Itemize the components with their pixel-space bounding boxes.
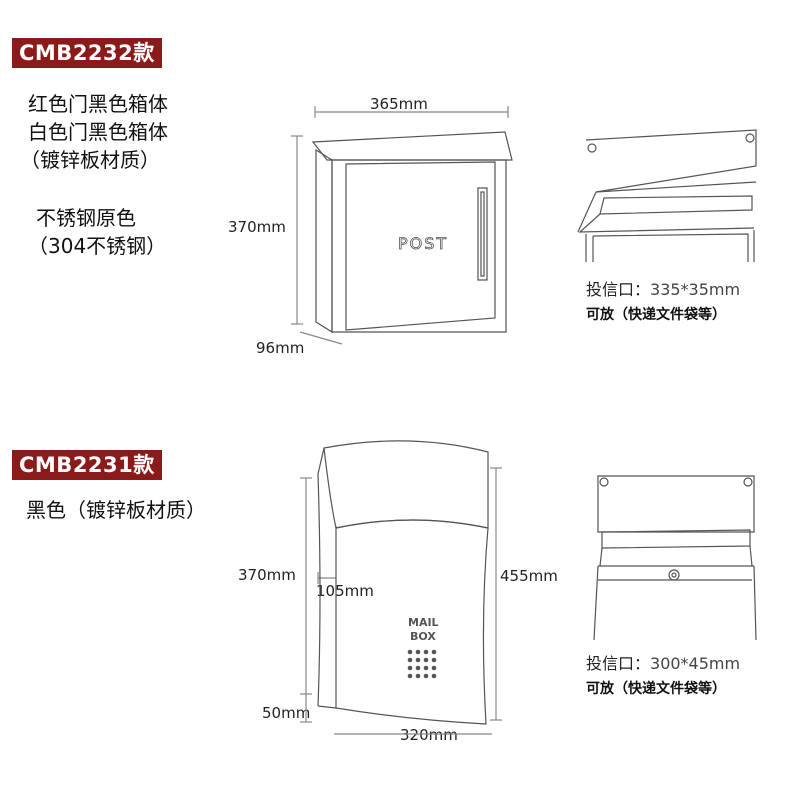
model-a-description-line: 白色门黑色箱体 bbox=[28, 120, 168, 144]
model-b-dot-grid bbox=[407, 649, 437, 679]
model-b-slot-value: 300*45mm bbox=[650, 654, 741, 673]
model-b-width-label: 320mm bbox=[400, 726, 458, 744]
model-a-material-line: 不锈钢原色 bbox=[36, 206, 136, 230]
model-a-front-drawing: POST bbox=[291, 106, 512, 344]
model-b-box-text-1: MAIL bbox=[408, 616, 439, 629]
model-b-total-height-label: 455mm bbox=[500, 567, 558, 585]
model-a-code-badge: CMB2232款 bbox=[12, 38, 162, 68]
model-b-bottom-label: 50mm bbox=[262, 704, 311, 722]
model-b-code-badge: CMB2231款 bbox=[12, 450, 162, 480]
model-b-slot-detail bbox=[594, 476, 756, 640]
model-a-description: 红色门黑色箱体 白色门黑色箱体 （镀锌板材质） bbox=[20, 90, 168, 174]
model-b-box-text-2: BOX bbox=[410, 630, 436, 643]
model-b-offset-label: 105mm bbox=[316, 582, 374, 600]
model-b-description: 黑色（镀锌板材质） bbox=[26, 496, 206, 524]
model-a-depth-label: 96mm bbox=[256, 339, 305, 357]
model-b-front-height-label: 370mm bbox=[238, 566, 296, 584]
model-b-slot-note: 可放（快递文件袋等） bbox=[586, 681, 726, 697]
model-a-description-line: （镀锌板材质） bbox=[20, 148, 160, 172]
model-a-slot-label: 投信口： bbox=[586, 280, 651, 299]
model-a-door-text: POST bbox=[398, 234, 448, 253]
model-a-material: 不锈钢原色 （304不锈钢） bbox=[28, 204, 166, 260]
model-a-width-label: 365mm bbox=[370, 95, 428, 113]
model-b-description-line: 黑色（镀锌板材质） bbox=[26, 498, 206, 522]
model-a-slot-note: 可放（快递文件袋等） bbox=[586, 307, 726, 323]
model-a-slot-size: 投信口：335*35mm bbox=[586, 276, 740, 300]
model-a-material-line: （304不锈钢） bbox=[28, 234, 167, 258]
model-a-height-label: 370mm bbox=[228, 218, 286, 236]
model-b-side-drawing bbox=[300, 441, 502, 734]
model-a-slot-value: 335*35mm bbox=[650, 280, 741, 299]
model-a-slot-detail bbox=[578, 130, 756, 262]
model-a-description-line: 红色门黑色箱体 bbox=[28, 92, 168, 116]
model-b-slot-label: 投信口： bbox=[586, 654, 651, 673]
model-b-slot-size: 投信口：300*45mm bbox=[586, 650, 740, 674]
